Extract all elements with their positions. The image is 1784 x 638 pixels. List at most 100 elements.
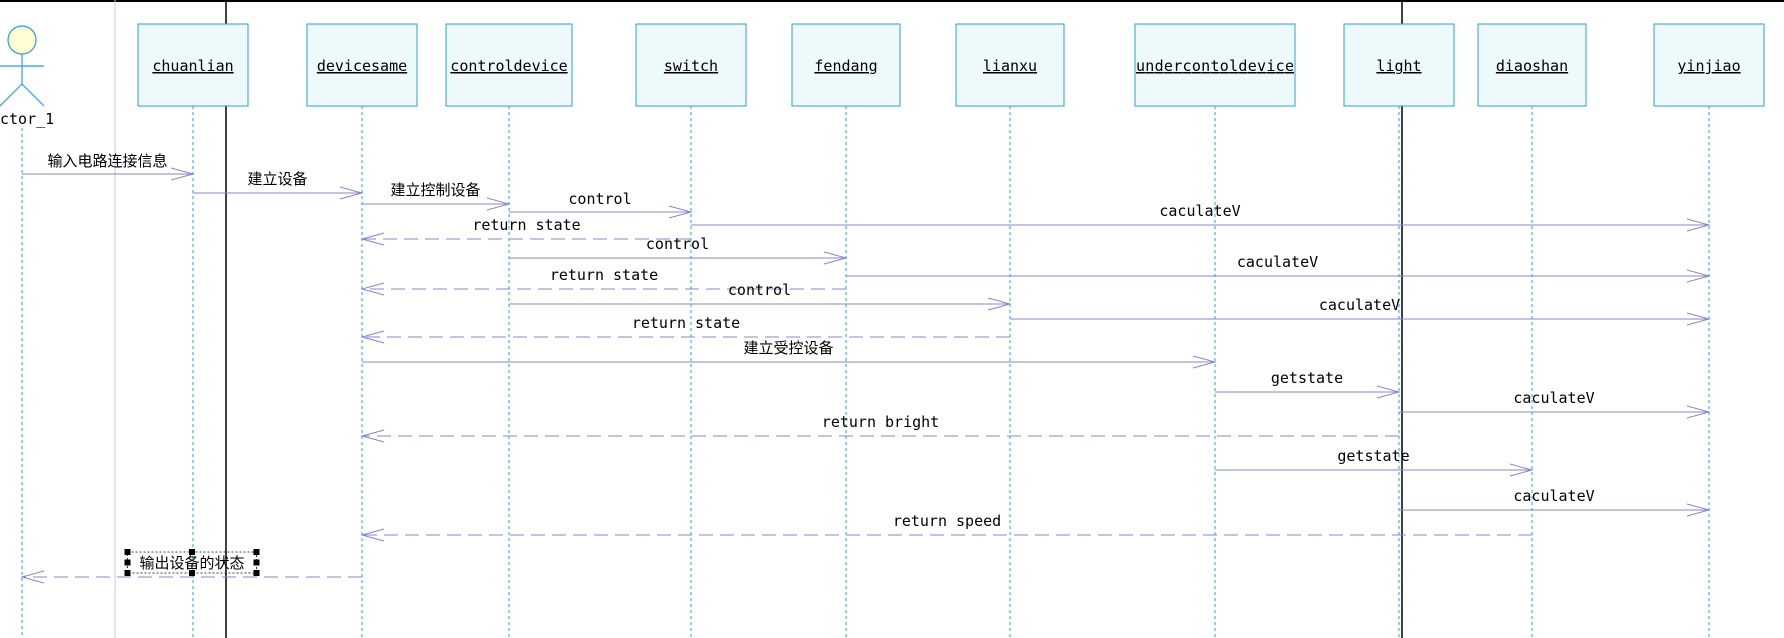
selection-handle[interactable] [124, 559, 131, 566]
lifeline-label: chuanlian [152, 57, 233, 75]
selection-handle[interactable] [189, 570, 195, 576]
message-1[interactable]: 输入电路连接信息 [22, 152, 195, 181]
message-arrowhead-icon [360, 232, 385, 246]
lifeline-box-frame [635, 23, 747, 107]
message-13[interactable]: 建立受控设备 [362, 339, 1217, 369]
lifeline-label: devicesame [317, 57, 407, 75]
message-label: return bright [822, 413, 939, 431]
message-label: 建立设备 [247, 170, 307, 188]
lifeline-box-frame [306, 23, 418, 107]
lifeline-label: undercontoldevice [1136, 57, 1294, 75]
message-arrowhead-icon [1686, 405, 1711, 419]
selection-handle[interactable] [253, 570, 260, 576]
lifeline-box-undercontoldevice[interactable]: undercontoldevice [1134, 23, 1296, 107]
lifeline-box-frame [1134, 23, 1296, 107]
message-label: getstate [1271, 369, 1343, 387]
lifeline-box-switch[interactable]: switch [635, 23, 747, 107]
message-arrowhead-icon [1509, 463, 1534, 477]
message-11[interactable]: caculateV [1010, 296, 1711, 326]
selection-handle[interactable] [253, 549, 260, 555]
message-20[interactable]: 输出设备的状态 [20, 549, 362, 584]
message-3[interactable]: 建立控制设备 [362, 181, 511, 211]
selection-handle[interactable] [124, 549, 131, 555]
message-label: return speed [893, 512, 1001, 530]
message-label: caculateV [1513, 389, 1594, 407]
actor-label: ctor_1 [0, 110, 54, 128]
lifeline-box-frame [1653, 23, 1765, 107]
lifeline-box-chuanlian[interactable]: chuanlian [137, 23, 249, 107]
lifeline-box-frame [1477, 23, 1587, 107]
message-arrowhead-icon [486, 197, 511, 211]
actor-leg-right [21, 83, 45, 107]
lifeline-box-controldevice[interactable]: controldevice [445, 23, 573, 107]
actor-figure-icon[interactable]: ctor_1 [0, 25, 54, 128]
message-9[interactable]: return state [360, 266, 846, 296]
message-arrowhead-icon [360, 528, 385, 542]
actor-leg-left [0, 83, 23, 107]
message-label: return state [550, 266, 658, 284]
message-7[interactable]: control [509, 235, 848, 265]
message-15[interactable]: caculateV [1399, 389, 1711, 419]
message-label: return state [632, 314, 740, 332]
lifeline-box-light[interactable]: light [1343, 23, 1455, 107]
message-17[interactable]: getstate [1215, 447, 1534, 477]
message-10[interactable]: control [509, 281, 1012, 311]
message-arrowhead-icon [1686, 218, 1711, 232]
lifeline-label: controldevice [450, 57, 567, 75]
message-arrowhead-icon [823, 251, 848, 265]
lifeline-label: switch [664, 57, 718, 75]
message-label: control [646, 235, 709, 253]
message-arrowhead-icon [1376, 385, 1401, 399]
message-label: control [728, 281, 791, 299]
lifeline-box-frame [955, 23, 1065, 107]
lifeline-box-fendang[interactable]: fendang [791, 23, 901, 107]
message-2[interactable]: 建立设备 [193, 170, 364, 200]
lifeline-box-frame [791, 23, 901, 107]
message-label: caculateV [1237, 253, 1318, 271]
message-label: 建立受控设备 [743, 339, 833, 357]
message-label: return state [472, 216, 580, 234]
message-arrowhead-icon [360, 429, 385, 443]
message-label: 输出设备的状态 [139, 554, 244, 572]
lifeline-box-lianxu[interactable]: lianxu [955, 23, 1065, 107]
message-5[interactable]: caculateV [691, 202, 1711, 232]
lifeline-label: light [1376, 57, 1421, 75]
lifeline-label: yinjiao [1677, 57, 1740, 75]
message-arrowhead-icon [668, 205, 693, 219]
message-8[interactable]: caculateV [846, 253, 1711, 283]
message-arrowhead-icon [1686, 503, 1711, 517]
message-label: caculateV [1513, 487, 1594, 505]
message-arrowhead-icon [360, 330, 385, 344]
message-arrowhead-icon [170, 167, 195, 181]
lifeline-box-frame [137, 23, 249, 107]
message-14[interactable]: getstate [1215, 369, 1401, 399]
lifeline-label: fendang [814, 57, 877, 75]
message-arrowhead-icon [339, 186, 364, 200]
message-19[interactable]: return speed [360, 512, 1532, 542]
message-arrowhead-icon [987, 297, 1012, 311]
selection-handle[interactable] [189, 549, 195, 555]
lifeline-box-yinjiao[interactable]: yinjiao [1653, 23, 1765, 107]
selection-handle[interactable] [124, 570, 131, 576]
lifeline-box-frame [445, 23, 573, 107]
message-6[interactable]: return state [360, 216, 691, 246]
message-arrowhead-icon [360, 282, 385, 296]
message-label: getstate [1337, 447, 1409, 465]
message-12[interactable]: return state [360, 314, 1010, 344]
message-16[interactable]: return bright [360, 413, 1399, 443]
message-4[interactable]: control [509, 190, 693, 219]
message-label: 建立控制设备 [390, 181, 480, 199]
message-18[interactable]: caculateV [1399, 487, 1711, 517]
message-arrowhead-icon [1686, 269, 1711, 283]
message-arrowhead-icon [20, 570, 45, 584]
message-label: caculateV [1319, 296, 1400, 314]
message-label: 输入电路连接信息 [47, 152, 167, 170]
actor-head [7, 25, 37, 55]
lifeline-label: lianxu [983, 57, 1037, 75]
lifeline-box-diaoshan[interactable]: diaoshan [1477, 23, 1587, 107]
lifeline-box-devicesame[interactable]: devicesame [306, 23, 418, 107]
message-label: control [568, 190, 631, 208]
selection-handle[interactable] [253, 559, 260, 566]
message-arrowhead-icon [1192, 355, 1217, 369]
